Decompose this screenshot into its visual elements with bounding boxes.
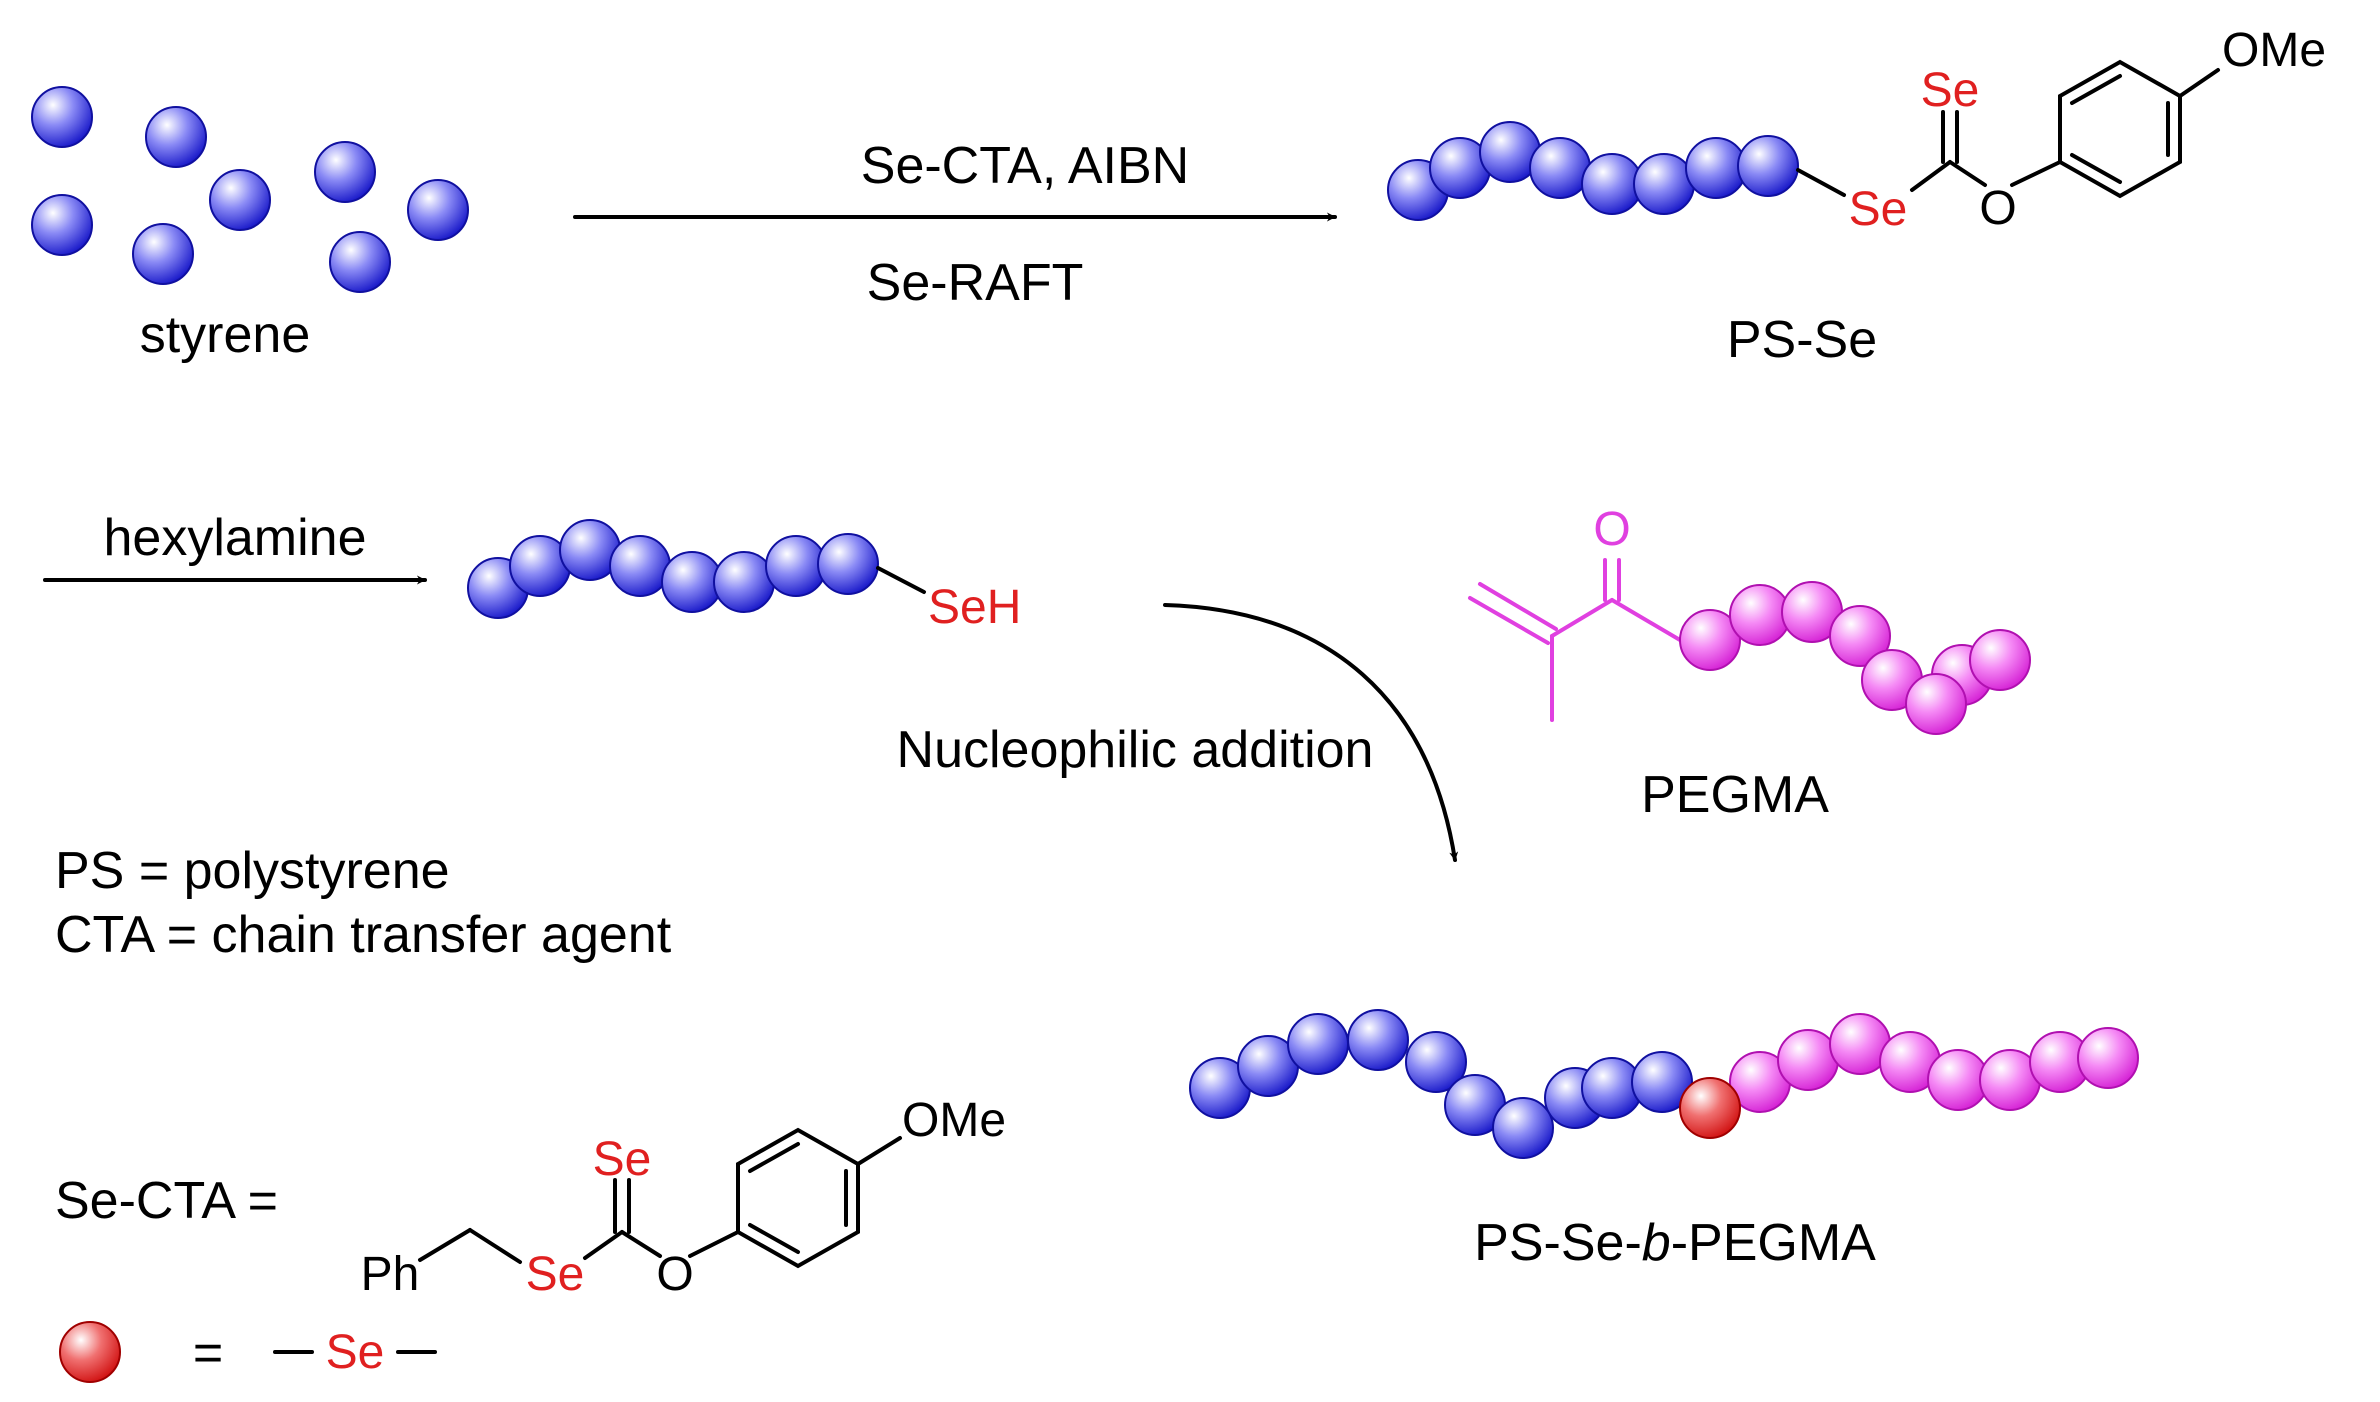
pegma-bead: [1905, 673, 1967, 735]
pegma-bead: [2077, 1027, 2139, 1089]
product-label-italic: b: [1642, 1214, 1671, 1272]
styrene-bead: [31, 194, 93, 256]
pegma-chain-1: [1679, 581, 2031, 735]
hexylamine-label: hexylamine: [103, 509, 366, 567]
block-copolymer: [1189, 1009, 2139, 1159]
benzene-ring: [736, 1127, 860, 1269]
legend-ps: PS = polystyrene: [55, 842, 450, 900]
styrene-bead: [1492, 1097, 1554, 1159]
bead-equals: =: [193, 1324, 223, 1382]
styrene-bead: [765, 535, 827, 597]
styrene-bead: [1347, 1009, 1409, 1071]
phenyl-group: Ph: [361, 1248, 420, 1301]
selenium-bead: [1679, 1077, 1741, 1139]
oxygen-atom: O: [1979, 182, 2016, 235]
styrene-bead: [1287, 1013, 1349, 1075]
ps-se-label: PS-Se: [1727, 311, 1877, 369]
styrene-bead: [609, 535, 671, 597]
nucleophilic-addition-label: Nucleophilic addition: [897, 721, 1374, 779]
styrene-bead: [1529, 137, 1591, 199]
styrene-bead: [1737, 135, 1799, 197]
methoxy-group: OMe: [902, 1094, 1006, 1147]
reagents-label: Se-CTA, AIBN: [861, 137, 1189, 195]
styrene-bead: [1405, 1031, 1467, 1093]
styrene-bead: [209, 169, 271, 231]
pegma-bead: [1777, 1029, 1839, 1091]
curved-arrow: [1163, 603, 1459, 862]
styrene-bead: [1685, 137, 1747, 199]
styrene-bead: [314, 141, 376, 203]
pegma-bead: [1679, 609, 1741, 671]
styrene-bead: [1633, 153, 1695, 215]
carbonyl-oxygen: O: [1593, 503, 1630, 556]
styrene-bead: [817, 533, 879, 595]
pegma-label: PEGMA: [1641, 766, 1829, 824]
ps-chain-2: [467, 519, 879, 619]
product-label-prefix: PS-Se-: [1474, 1214, 1642, 1272]
methoxy-group: OMe: [2222, 24, 2326, 77]
styrene-bead: [1631, 1051, 1693, 1113]
selenol-group: SeH: [928, 581, 1021, 634]
selenium-linker: Se: [326, 1326, 385, 1379]
pegma-bead: [1829, 605, 1891, 667]
se-cta-equals: Se-CTA =: [55, 1172, 278, 1230]
selenium-atom: Se: [526, 1248, 585, 1301]
styrene-bead: [713, 551, 775, 613]
styrene-bead: [145, 106, 207, 168]
selenium-bead-legend: [59, 1321, 121, 1383]
styrene-bead: [407, 179, 469, 241]
oxygen-atom: O: [656, 1248, 693, 1301]
selenium-atom: Se: [1849, 183, 1908, 236]
se-cta-structure: Ph Se Se O OMe: [361, 1094, 1006, 1301]
product-label: PS-Se-b-PEGMA: [1474, 1214, 1876, 1272]
ps-se-end-group: Se Se O OMe: [1796, 24, 2326, 236]
pegma-bead: [1969, 629, 2031, 691]
ps-chain-1: [1387, 121, 1799, 221]
styrene-bead: [132, 223, 194, 285]
selenium-atom: Se: [593, 1133, 652, 1186]
pegma-structure: O: [1468, 503, 1682, 722]
styrene-bead: [329, 231, 391, 293]
pegma-bead: [1729, 584, 1791, 646]
styrene-label: styrene: [140, 306, 311, 364]
product-label-suffix: -PEGMA: [1671, 1214, 1876, 1272]
styrene-monomers: [31, 86, 469, 293]
selenium-atom: Se: [1921, 64, 1980, 117]
legend-cta: CTA = chain transfer agent: [55, 906, 672, 964]
benzene-ring: [2058, 59, 2182, 199]
conditions-label: Se-RAFT: [867, 254, 1084, 312]
styrene-bead: [31, 86, 93, 148]
